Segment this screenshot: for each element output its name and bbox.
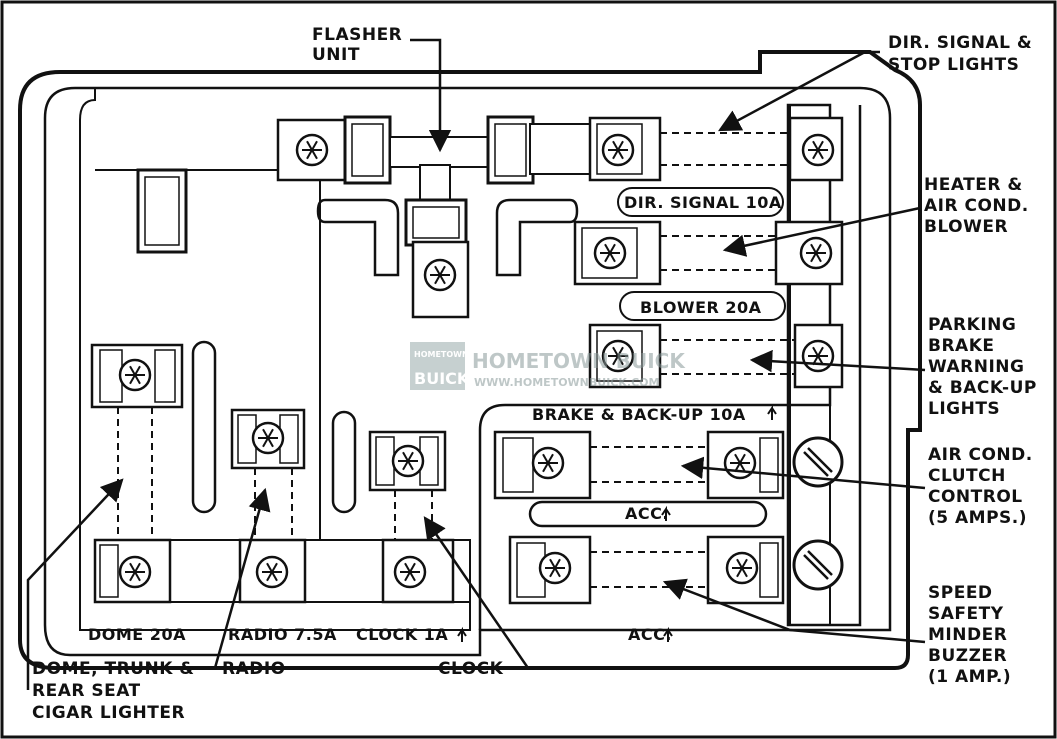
slot-middle	[331, 410, 357, 514]
callout-dir-signal-line1: DIR. SIGNAL &	[888, 33, 1032, 53]
callout-parking-line1: PARKING	[928, 315, 1016, 335]
callout-dir-signal-line2: STOP LIGHTS	[888, 55, 1019, 75]
callout-speed-line3: MINDER	[928, 625, 1007, 645]
watermark-small-top: HOMETOWN	[414, 350, 469, 359]
callout-radio: RADIO	[222, 659, 286, 679]
callout-dome-line3: CIGAR LIGHTER	[32, 703, 185, 723]
fuse-brake-backup	[588, 323, 844, 389]
fuse-blower	[573, 220, 844, 286]
mounting-hole	[136, 168, 188, 254]
callout-heater-line1: HEATER &	[924, 175, 1023, 195]
fuse-speed-minder	[508, 535, 844, 605]
watermark-small-bottom: BUICK	[414, 369, 470, 388]
label-brake-backup-10a: BRAKE & BACK-UP 10A	[532, 405, 746, 424]
callout-parking-line3: WARNING	[928, 357, 1024, 377]
acc-slot	[528, 500, 768, 528]
leader-lines	[26, 38, 926, 690]
callout-ac-clutch-line4: (5 AMPS.)	[928, 508, 1027, 528]
fuse-clock	[368, 430, 455, 604]
fuse-block-inner-rim	[43, 86, 892, 657]
callout-parking-line2: BRAKE	[928, 336, 995, 356]
callout-parking-line4: & BACK-UP	[928, 378, 1037, 398]
label-radio-7-5a: RADIO 7.5A	[228, 625, 337, 644]
callout-ac-clutch-line3: CONTROL	[928, 487, 1023, 507]
fuse-dome	[90, 343, 184, 604]
callout-clock: CLOCK	[438, 659, 504, 679]
label-dome-20a: DOME 20A	[88, 625, 186, 644]
slot-left	[191, 340, 217, 514]
up-arrow-icon	[663, 626, 673, 642]
up-arrow-icon	[767, 404, 777, 420]
watermark-title: HOMETOWN BUICK	[472, 349, 686, 373]
fuse-ac-clutch	[493, 430, 844, 500]
right-panel-recess	[478, 103, 862, 630]
fuse-radio	[230, 408, 307, 604]
label-acc-lower: ACC.	[628, 625, 672, 644]
callout-speed-line1: SPEED	[928, 583, 993, 603]
label-dir-signal-10a: DIR. SIGNAL 10A	[624, 193, 782, 212]
callout-ac-clutch-line1: AIR COND.	[928, 445, 1033, 465]
bracket-right	[495, 198, 579, 277]
callout-parking-line5: LIGHTS	[928, 399, 1000, 419]
callout-dome-line2: REAR SEAT	[32, 681, 141, 701]
callout-speed-line2: SAFETY	[928, 604, 1004, 624]
label-acc-upper: ACC.	[625, 504, 669, 523]
callout-heater-line3: BLOWER	[924, 217, 1008, 237]
up-arrow-icon	[661, 505, 671, 521]
callout-heater-line2: AIR COND.	[924, 196, 1029, 216]
callout-flasher-unit-line1: FLASHER	[312, 25, 402, 45]
callout-speed-line5: (1 AMP.)	[928, 667, 1011, 687]
label-clock-1a: CLOCK 1A	[356, 625, 448, 644]
callout-flasher-unit-line2: UNIT	[312, 45, 360, 65]
callout-dome-line1: DOME, TRUNK &	[32, 659, 195, 679]
callout-speed-line4: BUZZER	[928, 646, 1007, 666]
callout-ac-clutch-line2: CLUTCH	[928, 466, 1006, 486]
watermark: HOMETOWN BUICK HOMETOWN BUICK WWW.HOMETO…	[410, 342, 686, 390]
up-arrow-icon	[457, 626, 467, 642]
flasher-unit	[276, 115, 591, 319]
fuse-dir-signal	[588, 116, 844, 182]
bracket-left	[316, 198, 400, 277]
fuse-block-outline	[18, 50, 922, 670]
label-blower-20a: BLOWER 20A	[640, 298, 762, 317]
watermark-url: WWW.HOMETOWNBUICK.COM	[474, 376, 659, 389]
